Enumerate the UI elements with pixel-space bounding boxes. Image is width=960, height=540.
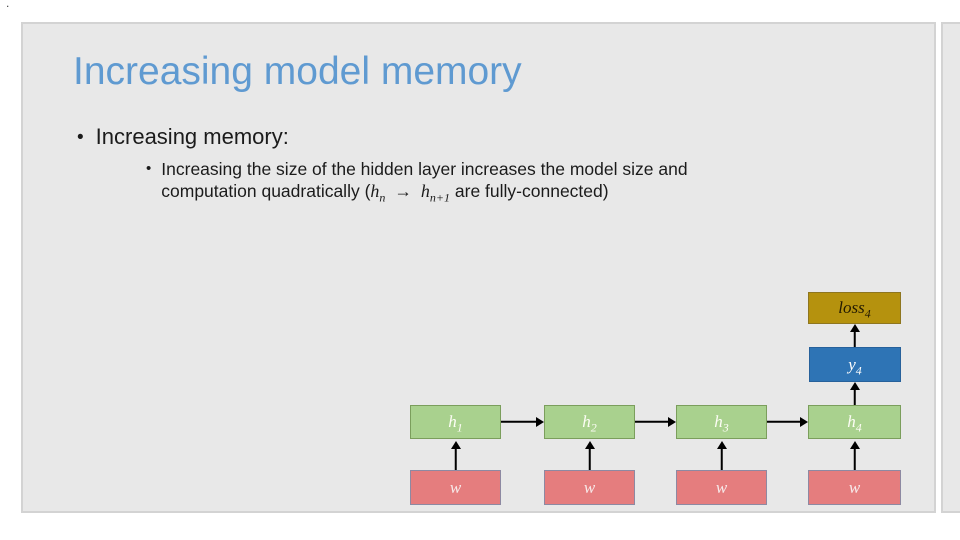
next-slide-edge: [941, 22, 960, 513]
arrowhead-icon: [536, 416, 544, 427]
input-node-3: w: [676, 470, 767, 505]
arrow-w-to-h2: [584, 441, 595, 470]
input-node-label: w: [715, 477, 728, 497]
arrow-w-to-h4: [849, 441, 860, 470]
math-h-n: hn: [370, 181, 386, 205]
bullet2-text: Increasing the size of the hidden layer …: [161, 158, 687, 209]
output-node: y4: [809, 347, 901, 382]
hidden-node-4: h4: [808, 405, 901, 439]
bullet-level1: • Increasing memory:: [77, 124, 289, 152]
bullet-marker: •: [146, 160, 152, 177]
input-node-label: w: [583, 477, 596, 497]
arrowhead-icon: [800, 416, 808, 427]
hidden-node-3: h3: [676, 405, 767, 439]
arrowhead-icon: [849, 441, 860, 449]
bullet-level2: • Increasing the size of the hidden laye…: [146, 158, 688, 209]
arrow-h1-to-h2: [501, 416, 544, 427]
bullet2-line2-post: are fully-connected): [454, 181, 609, 201]
arrowhead-icon: [716, 441, 727, 449]
loss-node: loss4: [808, 292, 901, 324]
arrow-y4-to-loss4: [849, 324, 860, 347]
bullet2-line2: computation quadratically (hn → hn+1 are f…: [161, 181, 609, 205]
loss-node-label: loss4: [838, 298, 871, 321]
input-node-2: w: [544, 470, 635, 505]
arrow-w-to-h1: [450, 441, 461, 470]
arrowhead-icon: [849, 324, 860, 332]
input-node-4: w: [808, 470, 901, 505]
stray-dot: .: [6, 0, 10, 10]
input-node-label: w: [848, 477, 861, 497]
right-arrow-glyph: →: [394, 181, 412, 201]
hidden-node-2: h2: [544, 405, 635, 439]
bullet2-line1: Increasing the size of the hidden layer …: [161, 159, 688, 179]
input-node-1: w: [410, 470, 501, 505]
bullet-marker: •: [77, 127, 84, 148]
arrow-h3-to-h4: [767, 416, 808, 427]
arrow-w-to-h3: [716, 441, 727, 470]
hidden-node-1: h1: [410, 405, 501, 439]
slide-title: Increasing model memory: [73, 50, 522, 93]
output-node-label: y4: [848, 354, 862, 377]
arrowhead-icon: [584, 441, 595, 449]
hidden-node-label: h3: [714, 412, 729, 435]
slide-canvas: Increasing model memory • Increasing mem…: [21, 22, 936, 513]
hidden-node-label: h2: [582, 412, 597, 435]
math-h-n-plus-1: hn+1: [420, 181, 451, 205]
hidden-node-label: h4: [847, 412, 862, 435]
hidden-node-label: h1: [448, 412, 463, 435]
arrowhead-icon: [668, 416, 676, 427]
arrow-h4-to-y4: [849, 382, 860, 405]
arrow-h2-to-h3: [635, 416, 676, 427]
arrowhead-icon: [849, 382, 860, 390]
bullet2-line2-pre: computation quadratically (: [161, 181, 371, 201]
input-node-label: w: [449, 477, 462, 497]
arrowhead-icon: [450, 441, 461, 449]
bullet1-text: Increasing memory:: [95, 124, 289, 149]
